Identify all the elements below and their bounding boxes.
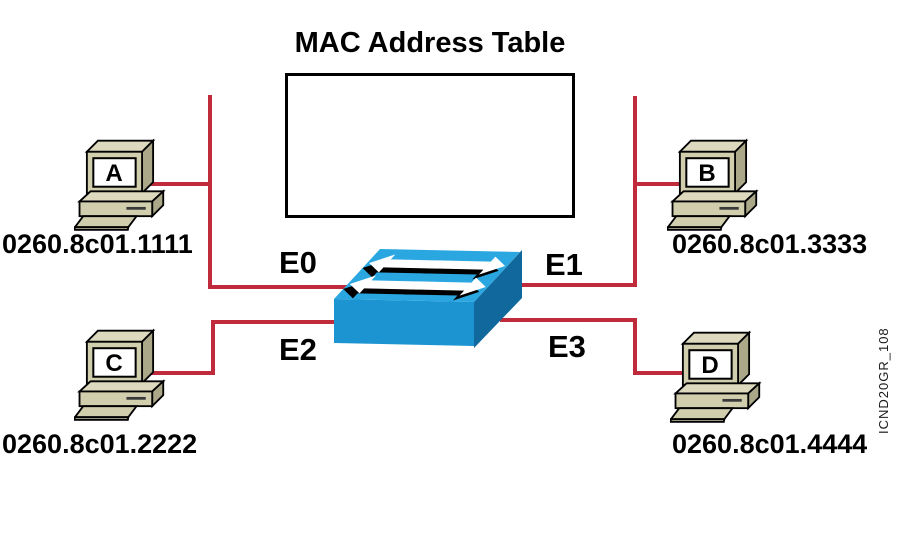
link-c-branch [150,371,215,375]
host-label: C [105,350,123,377]
host-label: B [698,160,716,187]
host-b: B [667,136,759,231]
host-a: A [74,136,166,231]
link-e1-segment [508,283,637,287]
port-label-e0: E0 [279,245,317,280]
port-label-e3: E3 [548,329,586,364]
host-mac-address: 0260.8c01.1111 [2,229,193,259]
link-c-riser [211,320,215,375]
link-e3-segment [500,318,637,322]
link-e0-segment [208,285,352,289]
switch-arrows-icon [343,254,506,301]
link-d-branch [633,371,686,375]
host-mac-address: 0260.8c01.4444 [672,429,868,459]
link-b-drop [633,96,637,287]
port-label-e2: E2 [279,332,317,367]
link-d-riser [633,318,637,375]
mac-table-title: MAC Address Table [294,27,566,59]
link-b-branch [633,182,683,186]
host-mac-address: 0260.8c01.3333 [672,229,868,259]
ethernet-switch-icon [334,249,522,348]
host-d: D [670,328,762,423]
host-label: D [701,352,719,379]
mac-address-table [285,73,575,218]
port-label-e1: E1 [545,247,583,282]
host-label: A [105,160,123,187]
link-a-drop [208,95,212,289]
host-mac-address: 0260.8c01.2222 [2,429,198,459]
link-a-branch [150,182,210,186]
link-e2-segment [211,320,352,324]
figure-code: ICND20GR_108 [876,327,891,434]
host-c: C [74,326,166,421]
